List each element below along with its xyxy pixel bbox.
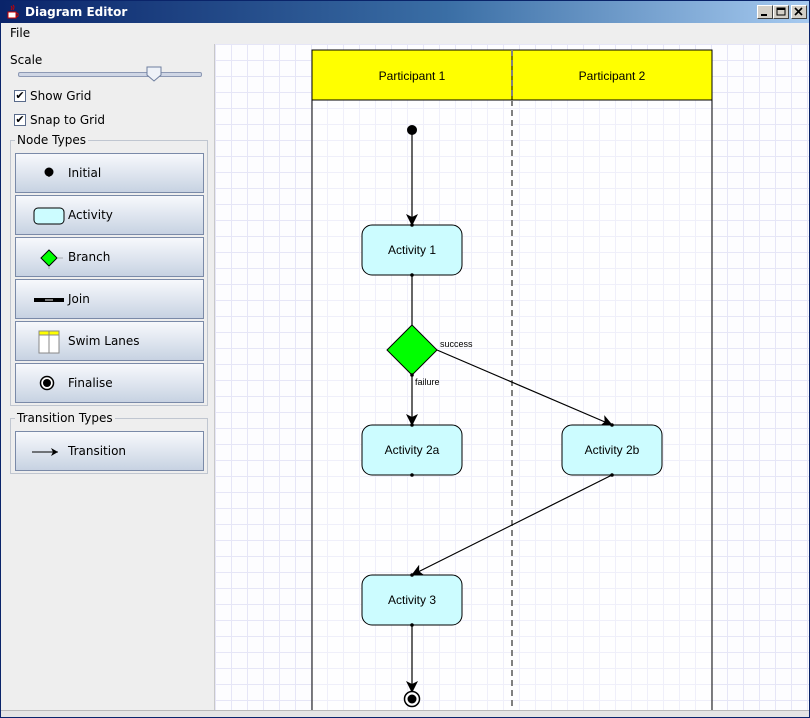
snap-to-grid-label[interactable]: Snap to Grid [30, 113, 106, 127]
menu-file[interactable]: File [10, 26, 31, 40]
branch-node-icon [40, 249, 63, 269]
transition-activity-2b-to-activity-3[interactable] [411, 474, 613, 576]
branch-node-button[interactable]: Branch [15, 237, 204, 277]
activity-node-label: Activity [68, 208, 113, 222]
activity-node-button[interactable]: Activity [15, 195, 204, 235]
maximize-button[interactable] [773, 5, 789, 19]
java-app-icon [7, 4, 19, 19]
palette-sidebar: Scale ✔ Show Grid ✔ Snap to Grid Node Ty… [1, 44, 214, 716]
snap-to-grid-checkbox[interactable]: ✔ [14, 114, 26, 126]
minimize-icon [761, 14, 767, 16]
activity-1-label: Activity 1 [388, 243, 436, 257]
diagram-canvas[interactable]: Participant 1 Participant 2 Activity 1 s… [214, 44, 809, 716]
activity-node-icon [33, 207, 65, 225]
anchor-dot [410, 273, 414, 277]
maximize-icon [776, 7, 786, 16]
activity-3-label: Activity 3 [388, 593, 436, 607]
activity-2b-label: Activity 2b [585, 443, 640, 457]
swim-lanes-label: Swim Lanes [68, 334, 140, 348]
anchor-dot [610, 423, 614, 427]
status-bar [1, 710, 809, 717]
branch-failure-label: failure [415, 377, 440, 387]
checkmark-icon: ✔ [15, 113, 25, 126]
final-node-icon [39, 375, 55, 391]
activity-2a-label: Activity 2a [385, 443, 440, 457]
final-node-label: Finalise [68, 376, 113, 390]
close-icon [794, 7, 803, 16]
final-node-core [407, 694, 417, 704]
swim-lanes-icon [38, 330, 60, 354]
node-types-group: Node Types Initial Activity B [10, 133, 208, 406]
join-node-button[interactable]: Join [15, 279, 204, 319]
show-grid-label[interactable]: Show Grid [30, 89, 92, 103]
branch-node-label: Branch [68, 250, 111, 264]
join-node-icon [34, 298, 64, 302]
join-node-label: Join [68, 292, 90, 306]
transition-types-title: Transition Types [15, 411, 115, 425]
menu-bar: File [1, 23, 809, 44]
activity-diagram: Participant 1 Participant 2 Activity 1 s… [311, 49, 713, 716]
branch-success-label: success [440, 339, 473, 349]
anchor-dot [410, 473, 414, 477]
final-node-button[interactable]: Finalise [15, 363, 204, 403]
show-grid-checkbox[interactable]: ✔ [14, 90, 26, 102]
anchor-dot [410, 623, 414, 627]
scale-slider-track[interactable] [18, 72, 202, 77]
anchor-dot [410, 373, 414, 377]
anchor-dot [410, 573, 414, 577]
initial-node-button[interactable]: Initial [15, 153, 204, 193]
anchor-dot [410, 223, 414, 227]
scale-slider-thumb[interactable] [146, 66, 162, 82]
lane-header-2[interactable] [511, 49, 713, 101]
anchor-dot [410, 423, 414, 427]
initial-node-label: Initial [68, 166, 102, 180]
checkmark-icon: ✔ [15, 89, 25, 102]
lane-title-2: Participant 2 [579, 69, 646, 83]
transition-button[interactable]: Transition [15, 431, 204, 471]
node-types-title: Node Types [15, 133, 88, 147]
lane-header-1[interactable] [311, 49, 513, 101]
close-button[interactable] [791, 5, 807, 19]
initial-node-icon [44, 167, 54, 177]
anchor-dot [610, 473, 614, 477]
window-title: Diagram Editor [25, 5, 128, 19]
title-bar[interactable]: Diagram Editor [1, 1, 809, 23]
transition-branch-to-activity-2b[interactable] [436, 349, 613, 427]
transition-arrow-icon [32, 448, 58, 456]
scale-label: Scale [10, 53, 43, 67]
swim-lanes-button[interactable]: Swim Lanes [15, 321, 204, 361]
transition-types-group: Transition Types Transition [10, 411, 208, 474]
transition-label: Transition [68, 444, 127, 458]
minimize-button[interactable] [757, 5, 773, 19]
lane-title-1: Participant 1 [379, 69, 446, 83]
